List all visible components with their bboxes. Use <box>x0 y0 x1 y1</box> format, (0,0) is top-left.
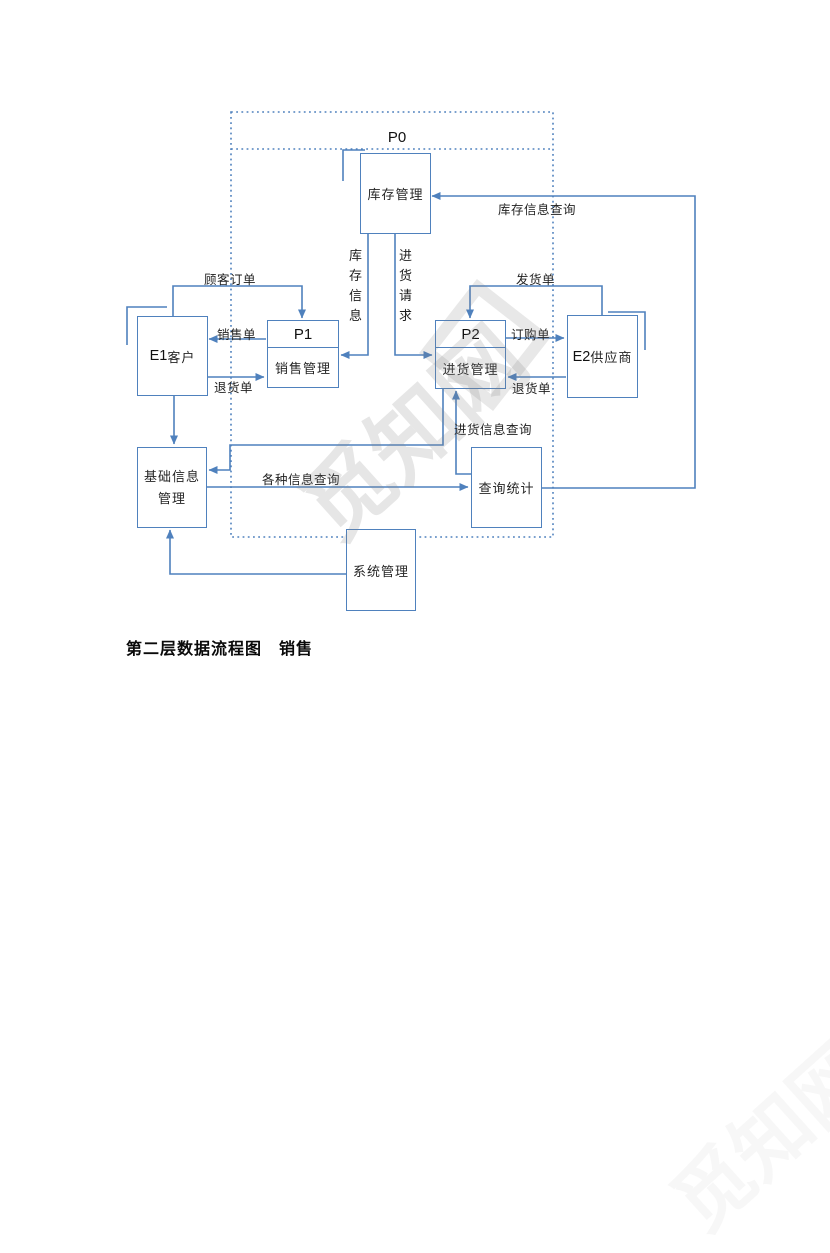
process-p2-label: 进货管理 <box>442 361 499 377</box>
flow-kucun-info-query <box>431 192 696 489</box>
process-chaxun-label: 查询统计 <box>478 481 535 496</box>
entity-e1-label: 客户 <box>167 349 196 365</box>
process-xitong-label: 系统管理 <box>352 563 409 579</box>
label-guke-dingdan: 顾客订单 <box>204 273 257 287</box>
process-p1-label: 销售管理 <box>274 361 331 376</box>
entity-e1-id: E1 <box>149 348 168 364</box>
flow-xitong-to-jichu <box>166 529 346 575</box>
flow-kucun-xinxi <box>340 233 369 359</box>
label-kucun-info-query: 库存信息查询 <box>498 203 577 217</box>
label-jinhuo-info-query: 进货信息查询 <box>454 423 533 437</box>
label-fahuo-dan: 发货单 <box>516 273 556 287</box>
e2-shadow-bracket <box>608 311 646 350</box>
entity-e2-id: E2 <box>572 348 591 365</box>
dfd-wires <box>126 111 696 575</box>
label-tuihuo-dan-right: 退货单 <box>512 382 552 396</box>
e1-shadow-bracket <box>126 306 167 345</box>
process-p2-jinhuo: P2 进货管理 <box>435 320 506 389</box>
process-kucun-guanli-label: 库存管理 <box>367 187 424 202</box>
kucun-shadow-bracket <box>342 149 365 181</box>
process-kucun-guanli: 库存管理 <box>360 153 431 234</box>
label-tuihuo-dan-left: 退货单 <box>214 381 254 395</box>
flow-guke-dingdan <box>172 285 306 319</box>
process-jichu-line1: 基础信息 <box>143 468 200 484</box>
process-xitong-guanli: 系统管理 <box>346 529 416 611</box>
label-kucun-xinxi: 库存信息 <box>349 248 363 323</box>
process-jichu-xinxi: 基础信息 管理 <box>137 447 207 528</box>
flow-jinhuo-info-query <box>452 390 471 475</box>
diagram-caption: 第二层数据流程图 销售 <box>126 641 314 658</box>
label-dinggou-dan: 订购单 <box>511 328 551 342</box>
process-p1-id: P1 <box>268 321 338 348</box>
process-p2-id: P2 <box>436 321 505 348</box>
label-jinhuo-qingqiu: 进货请求 <box>399 248 413 323</box>
process-chaxun-tongji: 查询统计 <box>471 447 542 528</box>
process-jichu-line2: 管理 <box>157 490 186 506</box>
entity-e2-label: 供应商 <box>590 350 633 365</box>
flow-fahuo-dan <box>466 285 603 319</box>
watermark-corner: 觅知网 <box>655 1026 830 1249</box>
label-xiaoshou-dan: 销售单 <box>217 328 257 342</box>
process-p1-xiaoshou: P1 销售管理 <box>267 320 339 388</box>
flow-p2-to-jichu <box>208 388 444 474</box>
flow-jinhuo-qingqiu <box>394 233 433 359</box>
label-gezhong-info-query: 各种信息查询 <box>262 473 341 487</box>
p0-label: P0 <box>387 129 407 146</box>
